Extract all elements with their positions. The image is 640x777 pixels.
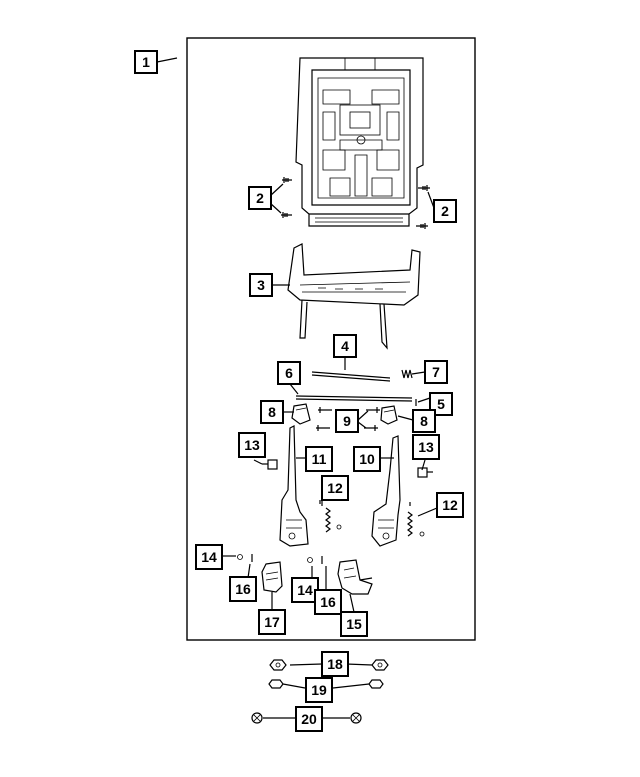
callout-4: 4	[333, 334, 357, 358]
callout-12-right: 12	[436, 492, 464, 518]
screw-20-left	[251, 712, 263, 724]
bolt-set	[316, 407, 380, 431]
hinge-plate-left	[279, 425, 309, 547]
return-spring	[401, 369, 413, 379]
svg-text:13: 13	[418, 439, 434, 455]
latch-left	[261, 561, 283, 593]
seat-back-frame	[295, 57, 424, 227]
callout-13-right: 13	[412, 434, 440, 460]
svg-text:7: 7	[432, 364, 440, 380]
svg-text:14: 14	[201, 549, 217, 565]
svg-text:12: 12	[327, 480, 343, 496]
callout-3: 3	[249, 273, 273, 297]
callout-13-left: 13	[238, 432, 266, 458]
callout-11: 11	[305, 446, 333, 472]
svg-text:6: 6	[285, 365, 293, 381]
callout-18: 18	[321, 651, 349, 677]
callout-7: 7	[424, 360, 448, 384]
fastener-left	[262, 459, 278, 470]
callout-19: 19	[305, 677, 333, 703]
svg-text:17: 17	[264, 614, 280, 630]
nut-19-right	[368, 679, 384, 689]
svg-text:2: 2	[441, 203, 449, 219]
callout-14-right: 14	[291, 577, 319, 603]
svg-text:13: 13	[244, 437, 260, 453]
svg-text:20: 20	[301, 711, 317, 727]
svg-text:12: 12	[442, 497, 458, 513]
callout-14-left: 14	[195, 544, 223, 570]
svg-text:16: 16	[235, 581, 251, 597]
hinge-plate-right	[371, 435, 401, 547]
svg-text:15: 15	[346, 616, 362, 632]
callout-8-left: 8	[260, 400, 284, 424]
washer-right	[307, 556, 323, 564]
seat-rod	[311, 371, 391, 382]
svg-text:8: 8	[420, 413, 428, 429]
callout-17: 17	[258, 609, 286, 635]
callout-15: 15	[340, 611, 368, 637]
callout-12-left: 12	[321, 475, 349, 501]
callout-1: 1	[134, 50, 158, 74]
screw-right-upper	[418, 185, 430, 191]
screw-right-lower	[416, 223, 428, 229]
svg-text:11: 11	[312, 451, 327, 467]
torsion-bar	[295, 395, 413, 402]
screw-20-right	[350, 712, 362, 724]
callout-20: 20	[295, 706, 323, 732]
pivot-bracket-left	[291, 403, 311, 425]
nut-18-right	[371, 659, 389, 671]
svg-text:4: 4	[341, 338, 349, 354]
svg-text:3: 3	[257, 277, 265, 293]
svg-text:2: 2	[256, 190, 264, 206]
svg-text:10: 10	[359, 451, 375, 467]
callout-2-right: 2	[433, 199, 457, 223]
nut-18-left	[269, 659, 287, 671]
callout-9: 9	[335, 409, 359, 433]
seat-crossmember	[287, 243, 421, 350]
callout-16-left: 16	[229, 576, 257, 602]
callout-8-right: 8	[412, 409, 436, 433]
svg-text:19: 19	[311, 682, 327, 698]
fastener-right	[417, 467, 433, 478]
spring-left	[319, 500, 342, 533]
callout-10: 10	[353, 446, 381, 472]
nut-19-left	[268, 679, 284, 689]
latch-right	[337, 559, 373, 595]
assembly-frame	[186, 37, 476, 641]
svg-text:8: 8	[268, 404, 276, 420]
callout-2-left: 2	[248, 186, 272, 210]
svg-text:9: 9	[343, 413, 351, 429]
pivot-bracket-right	[380, 405, 398, 425]
svg-text:18: 18	[327, 656, 343, 672]
callout-6: 6	[277, 361, 301, 385]
spring-right	[407, 502, 425, 537]
screw-left-upper	[282, 177, 292, 183]
screw-left-lower	[281, 212, 292, 218]
washer-left	[237, 554, 253, 562]
svg-text:5: 5	[437, 396, 445, 412]
callout-16-right: 16	[314, 589, 342, 615]
svg-text:1: 1	[142, 54, 150, 70]
leader-lines	[156, 57, 438, 719]
svg-text:14: 14	[297, 582, 313, 598]
svg-text:16: 16	[320, 594, 336, 610]
